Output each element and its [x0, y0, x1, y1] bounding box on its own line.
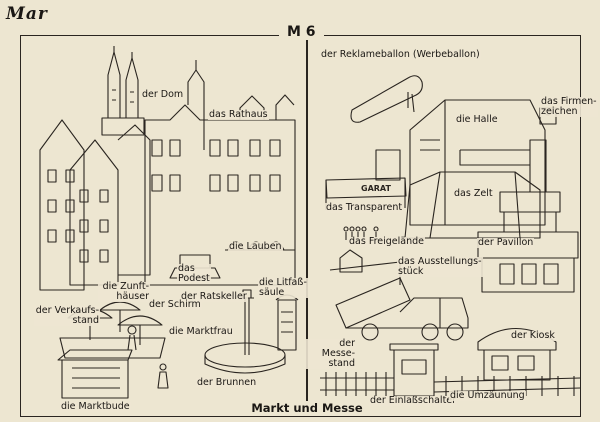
- cathedral-drawing: [101, 46, 145, 136]
- label-zunfthaeuser-line1: die Zunft-: [102, 281, 149, 292]
- label-messestand: der Messe- stand: [306, 339, 356, 369]
- label-brunnen: der Brunnen: [196, 377, 258, 388]
- label-rathaus: das Rathaus: [208, 109, 269, 120]
- exhibition-hall-drawing: [375, 99, 546, 226]
- crowd-drawing: [343, 226, 379, 240]
- label-freigelaende: das Freigelände: [348, 236, 426, 247]
- running-header: Mar: [6, 4, 48, 24]
- label-litfasssaeule: die Litfaß- säule: [258, 278, 308, 298]
- label-ratskeller: der Ratskeller: [180, 291, 248, 302]
- label-kiosk: der Kiosk: [510, 330, 556, 341]
- label-pavillon: der Pavillon: [477, 237, 535, 248]
- tent-drawing: [404, 171, 541, 239]
- label-podest-line1: das: [178, 263, 195, 274]
- label-schirm: der Schirm: [148, 299, 202, 310]
- pavilion-drawing: [477, 139, 579, 293]
- label-marktbude: die Marktbude: [60, 401, 131, 412]
- label-zunfthaeuser: die Zunft- häuser: [98, 282, 150, 302]
- label-zelt: das Zelt: [453, 188, 494, 199]
- balloon-drawing: [350, 75, 423, 123]
- label-halle: die Halle: [455, 114, 499, 125]
- tipper-truck-drawing: [329, 261, 469, 341]
- label-firmenzeichen: das Firmen- zeichen: [540, 97, 598, 117]
- label-ausstellungsstueck: das Ausstellungs- stück: [397, 257, 483, 277]
- label-verkaufsstand-line1: der Verkaufs-: [35, 305, 99, 316]
- label-verkaufsstand-line2: stand: [72, 315, 99, 326]
- label-marktfrau: die Marktfrau: [168, 326, 234, 337]
- label-ausstellungsstueck-line1: das Ausstellungs-: [398, 256, 482, 267]
- umbrellas-drawing: [59, 301, 166, 359]
- label-ausstellungsstueck-line2: stück: [398, 266, 424, 277]
- fountain-drawing: [204, 289, 286, 374]
- label-firmenzeichen-line1: das Firmen-: [541, 96, 597, 107]
- label-dom: der Dom: [141, 89, 185, 100]
- plate-title: Markt und Messe: [251, 401, 363, 415]
- label-verkaufsstand: der Verkaufs- stand: [34, 306, 100, 326]
- label-umzaeunung: die Umzäunung: [449, 390, 526, 401]
- market-stall-drawing: [57, 349, 133, 399]
- label-transparent: das Transparent: [325, 202, 404, 213]
- label-firmenzeichen-line2: zeichen: [541, 106, 578, 117]
- market-woman-drawing: [157, 363, 169, 389]
- advertising-column-drawing: [275, 294, 299, 351]
- banner-text: GARAT: [361, 184, 391, 193]
- label-zunfthaeuser-line2: häuser: [116, 291, 149, 302]
- label-reklameballon: der Reklameballon (Werbeballon): [320, 49, 481, 60]
- label-lauben: die Lauben: [228, 241, 283, 252]
- label-podest-line2: Podest: [178, 273, 210, 284]
- label-messestand-line2: stand: [328, 358, 355, 369]
- label-litfasssaeule-line2: säule: [259, 287, 285, 298]
- plate-divider: [306, 40, 308, 401]
- exhibit-stand-drawing: [339, 249, 363, 273]
- label-litfasssaeule-line1: die Litfaß-: [259, 277, 307, 288]
- ticket-booth-drawing: [389, 343, 439, 397]
- label-messestand-line1: der Messe-: [321, 338, 355, 359]
- label-podest: das Podest: [177, 264, 211, 284]
- gabled-houses-drawing: [39, 119, 151, 291]
- plate-number: M 6: [279, 24, 324, 40]
- label-einlassschalter: der Einlaßschalter: [369, 395, 458, 406]
